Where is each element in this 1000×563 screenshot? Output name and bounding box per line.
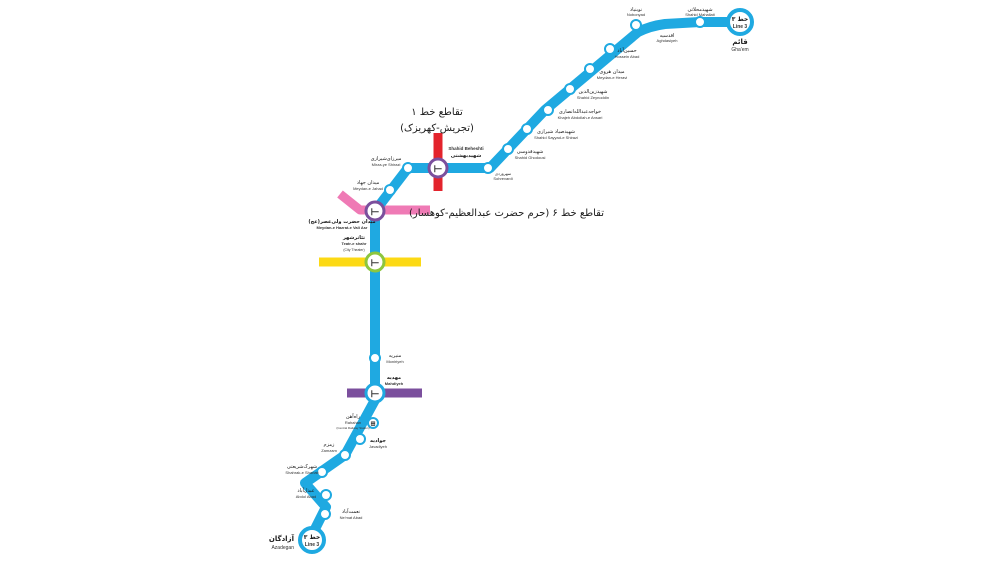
station-meydan-e-jahad[interactable]: میدان جهاد Meydan-e Jahad [353, 180, 396, 196]
terminal-south[interactable]: خط ۳ Line 3 آزادگان Azadegan [269, 526, 326, 554]
interchange-icon: ⊢ [371, 389, 380, 400]
station-khajeh-abdollah-ansari[interactable]: خواجه‌عبدالله‌انصاری Khajeh Abdollah-e A… [542, 104, 603, 120]
station-monirieh[interactable]: منیریه Moniriyeh [369, 352, 404, 364]
line-1-transfer-label-route: (تجریش-کهریزک) [400, 123, 474, 134]
station-name-en: Shahid Sayyad-e Shirazi [534, 135, 578, 140]
station-nobonyad[interactable]: نوبنیاد Nobonyad [627, 7, 645, 31]
station-name-en-alt: (City Theater) [343, 248, 364, 252]
station-name-fa: شهیدصیاد شیرازی [537, 129, 575, 135]
railway-icon: ⊞ [370, 422, 375, 428]
station-abdol-abad[interactable]: عبدل‌آباد Abdol Abad [296, 487, 332, 501]
terminal-north-name-fa: قائم [732, 38, 748, 46]
station-name-en: Rahahan [345, 420, 361, 425]
station-name-en: Meydan-e Heravi [597, 75, 628, 80]
station-name-en: Meydan-e Jahad [353, 186, 383, 191]
station-name-en: Shahid Ghodousi [515, 155, 546, 160]
station-meydan-vali-asr[interactable]: ⊢ میدان حضرت ولی‌عصر(عج) Meydan-e Hazrat… [308, 200, 386, 230]
station-name-fa: تئاترشهر [342, 235, 365, 241]
station-name-fa: منیریه [389, 353, 402, 359]
terminal-south-line-en: Line 3 [305, 542, 320, 548]
station-teatr-e-shahr[interactable]: ⊢ تئاترشهر Teatr-e shahr (City Theater) [341, 235, 386, 273]
station-shahid-zeynoddin[interactable]: شهیدزین‌الدین Shahid Zeynoddin [564, 83, 609, 100]
station-name-fa: میدان حضرت ولی‌عصر(عج) [308, 219, 375, 225]
station-name-en: Shahrak-e Shariati [285, 470, 318, 475]
station-name-fa: نعمت‌آباد [342, 508, 360, 515]
station-nematabad[interactable]: نعمت‌آباد Ne'mat Abad [319, 508, 363, 520]
station-name-fa: اقدسیه [660, 33, 675, 39]
station-name-fa: حسین‌آباد [617, 47, 636, 54]
station-name-fa: میرزای‌شیرازی [371, 156, 402, 162]
station-meydan-heravi[interactable]: میدان هروی Meydan-e Heravi [584, 63, 628, 80]
station-shahid-beheshti[interactable]: ⊢ Shahid Beheshti شهیدبهشتی [427, 146, 484, 179]
line-6-transfer-label: تقاطع خط ۶ (حرم حضرت عبدالعظیم-کوهسار) [409, 208, 604, 219]
station-name-en: Abdol Abad [296, 494, 316, 499]
station-name-fa: راه‌آهن [346, 413, 361, 420]
station-name-en: Zamzam [321, 448, 337, 453]
station-name-fa: شهیدزین‌الدین [579, 89, 608, 95]
terminal-south-name-en: Azadegan [271, 545, 294, 551]
station-name-fa: خواجه‌عبدالله‌انصاری [559, 109, 601, 115]
station-shahid-sayyad-shirazi[interactable]: شهیدصیاد شیرازی Shahid Sayyad-e Shirazi [521, 123, 578, 140]
station-name-fa: شهیدبهشتی [451, 153, 482, 159]
station-mirza-ye-shirazi[interactable]: میرزای‌شیرازی Mirza-ye Shirazi [371, 156, 414, 174]
station-name-en: Shahid Mahallati [685, 12, 715, 17]
station-name-en: Shahid Zeynoddin [577, 95, 609, 100]
station-name-en-alt: (Central Railway Station) [336, 426, 369, 430]
terminal-south-line-fa: خط ۳ [304, 534, 321, 541]
station-name-en: Ne'mat Abad [340, 515, 363, 520]
station-name-fa: شهرک‌شریعتی [287, 463, 317, 470]
station-zamzam[interactable]: زمزم Zamzam [321, 442, 351, 461]
station-name-en: Sohrevardi [493, 176, 512, 181]
station-shahrak-shariati[interactable]: شهرک‌شریعتی Shahrak-e Shariati [285, 463, 328, 478]
transfer-labels: تقاطع خط ۱ (تجریش-کهریزک) تقاطع خط ۶ (حر… [400, 107, 604, 219]
station-name-en: Javadiyeh [369, 444, 387, 449]
terminal-north-line-en: Line 3 [733, 24, 748, 30]
station-aghdasiyeh[interactable]: اقدسیه Aghdasiyeh [657, 33, 678, 43]
line-1-transfer-label: تقاطع خط ۱ [411, 107, 463, 118]
station-list: شهیدمحلاتی Shahid Mahallati نوبنیاد Nobo… [285, 7, 715, 520]
interchange-icon: ⊢ [371, 258, 380, 269]
station-name-fa: سهروردی [495, 171, 512, 176]
station-name-en: Meydan-e Hazrat-e Vali Asr [317, 225, 368, 230]
interchange-icon: ⊢ [434, 164, 443, 175]
station-name-en: Mahdiyeh [385, 381, 404, 386]
station-mahdiyeh[interactable]: ⊢ مهدیه Mahdiyeh [364, 375, 404, 404]
interchange-icon: ⊢ [371, 207, 380, 218]
station-name-fa: میدان جهاد [357, 180, 380, 186]
station-name-en: Moniriyeh [386, 359, 403, 364]
station-sohrevardi[interactable]: سهروردی Sohrevardi [482, 162, 513, 181]
station-name-fa: شهیدقدوسی [517, 149, 543, 155]
station-hossein-abad[interactable]: حسین‌آباد Hossein Abad [604, 43, 640, 59]
station-name-fa: زمزم [324, 442, 336, 448]
station-name-en: Shahid Beheshti [448, 146, 483, 151]
station-shahid-mahallati[interactable]: شهیدمحلاتی Shahid Mahallati [685, 7, 715, 28]
station-name-fa: نوبنیاد [630, 7, 642, 13]
station-name-en: Khajeh Abdollah-e Ansari [558, 115, 603, 120]
line-6-transfer-bar [337, 190, 430, 215]
terminal-north-line-fa: خط ۳ [732, 16, 749, 23]
station-name-fa: مهدیه [387, 375, 401, 381]
station-name-fa: شهیدمحلاتی [687, 7, 712, 13]
station-rahahan[interactable]: ⊞ راه‌آهن Rahahan (Central Railway Stati… [336, 413, 379, 430]
station-name-fa: عبدل‌آباد [297, 487, 314, 494]
terminal-north-name-en: Gha'em [731, 47, 748, 53]
line-3-route [300, 17, 745, 540]
station-name-fa: جوادیه [370, 438, 386, 444]
station-name-fa: میدان هروی [599, 69, 625, 75]
station-name-en: Teatr-e shahr [341, 241, 366, 246]
terminal-south-name-fa: آزادگان [269, 534, 295, 543]
station-name-en: Hossein Abad [615, 54, 640, 59]
terminal-north[interactable]: خط ۳ Line 3 قائم Gha'em [726, 8, 754, 53]
station-shahid-ghodousi[interactable]: شهیدقدوسی Shahid Ghodousi [502, 143, 546, 160]
station-name-en: Aghdasiyeh [657, 38, 678, 43]
station-name-en: Mirza-ye Shirazi [372, 162, 401, 167]
station-javadiyeh[interactable]: جوادیه Javadiyeh [354, 433, 387, 449]
station-name-en: Nobonyad [627, 12, 645, 17]
